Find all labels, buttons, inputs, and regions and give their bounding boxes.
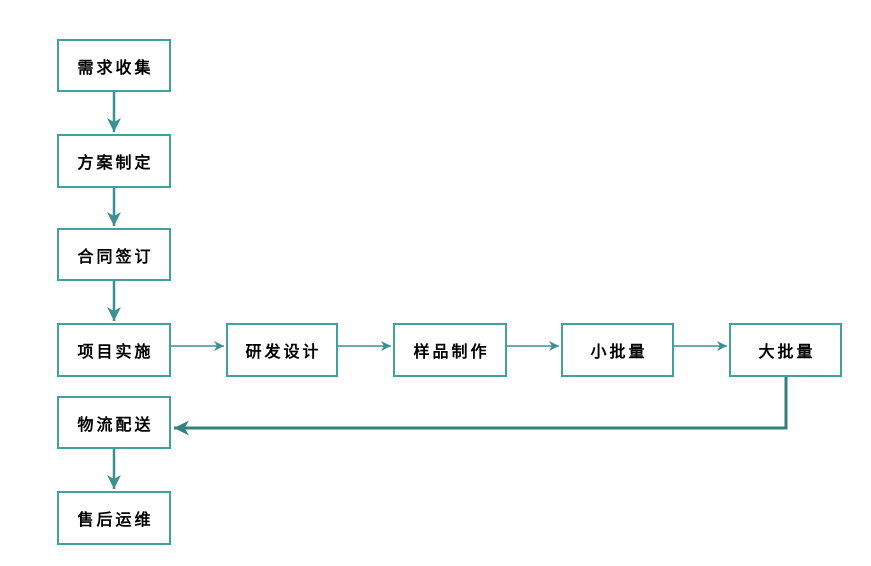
node-label: 大批量	[758, 344, 816, 361]
node-label: 样品制作	[413, 344, 490, 361]
node-label: 方案制定	[77, 155, 154, 172]
flow-node-sample-production: 样品制作	[393, 323, 507, 377]
flow-node-contract-signing: 合同签订	[57, 228, 171, 281]
connector-largebatch-to-logistics	[174, 377, 788, 436]
node-label: 物流配送	[77, 416, 154, 434]
node-label: 需求收集	[77, 59, 154, 77]
flow-node-after-sales-maintenance: 售后运维	[57, 491, 171, 545]
node-label: 合同签订	[77, 248, 154, 266]
node-label: 小批量	[590, 344, 648, 361]
flow-node-large-batch: 大批量	[729, 323, 842, 377]
flow-node-rd-design: 研发设计	[226, 323, 338, 377]
flow-node-requirements-collection: 需求收集	[57, 39, 171, 92]
flow-node-small-batch: 小批量	[561, 323, 674, 377]
node-label: 研发设计	[245, 344, 322, 361]
flow-node-plan-formulation: 方案制定	[57, 134, 171, 188]
flow-node-logistics-delivery: 物流配送	[57, 396, 171, 449]
node-label: 项目实施	[77, 344, 154, 361]
flow-node-project-implementation: 项目实施	[57, 323, 171, 377]
node-label: 售后运维	[77, 512, 154, 529]
